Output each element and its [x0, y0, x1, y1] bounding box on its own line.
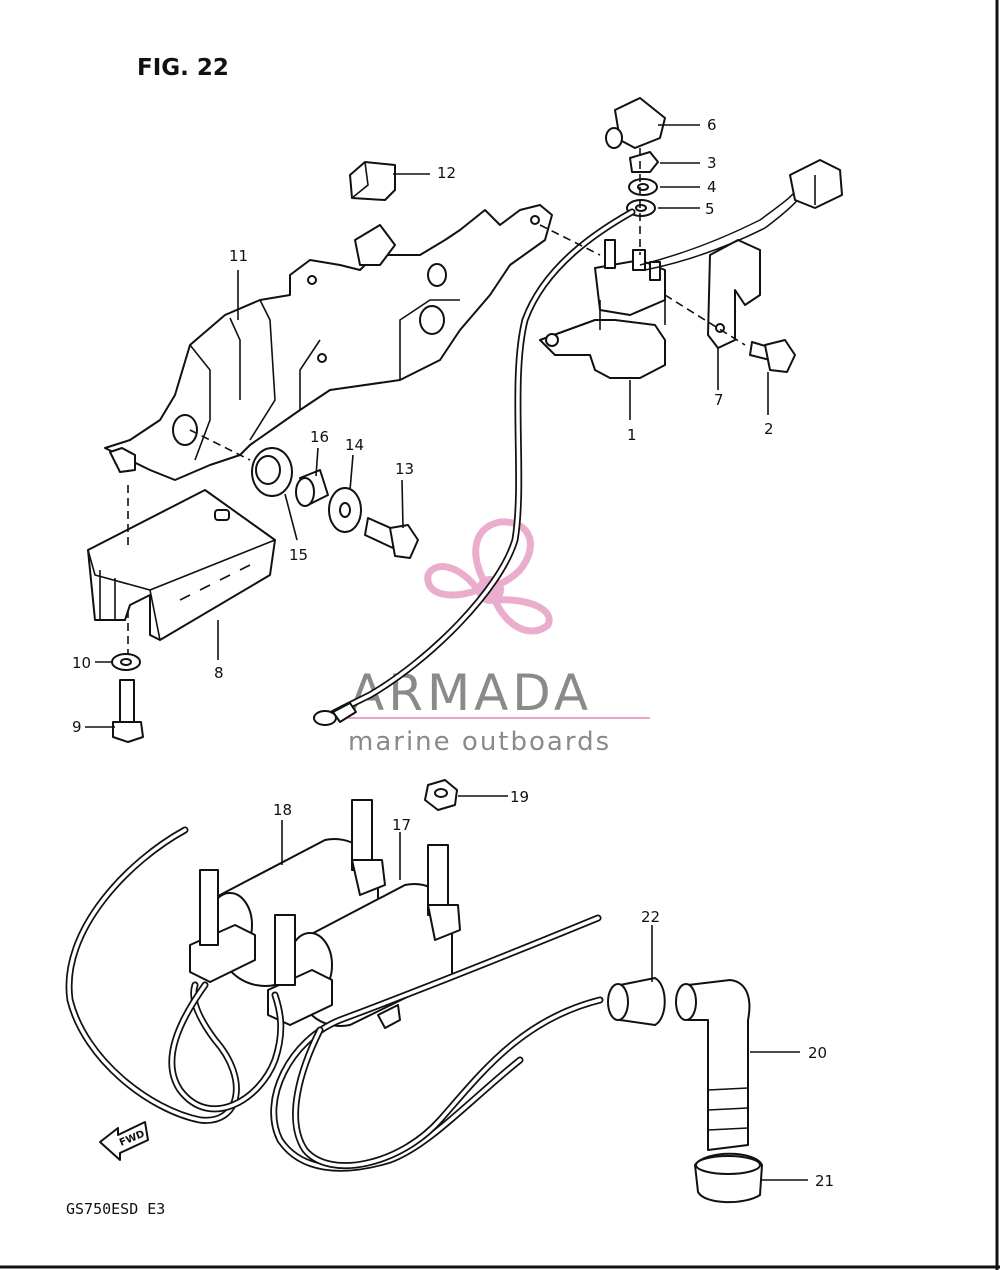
collar-16: [295, 469, 329, 507]
callout-12: 12: [437, 164, 456, 182]
grommet-15: [251, 447, 293, 497]
callout-9: 9: [72, 718, 82, 736]
washer-4: [628, 178, 658, 196]
watermark-tagline: marine outboards: [348, 727, 611, 757]
callout-labels: 1 2 3 4 5 6 7 8 9 10 11 12 13 14 15 16 1…: [72, 116, 834, 1190]
callout-6: 6: [707, 116, 717, 134]
model-code: GS750ESD E3: [66, 1200, 165, 1218]
spark-plug-cap-20: [675, 979, 751, 1151]
armada-logo-icon: [424, 518, 553, 635]
callout-3: 3: [707, 154, 717, 172]
part-12-cover: [349, 161, 396, 201]
bolt-9: [112, 679, 144, 743]
washer-14: [328, 487, 362, 533]
seal-22: [607, 977, 666, 1026]
callout-14: 14: [345, 436, 364, 454]
callout-20: 20: [808, 1044, 827, 1062]
figure-title: FIG. 22: [137, 55, 229, 81]
nut-19: [424, 779, 458, 811]
relay-wire-b: [644, 189, 806, 271]
callout-2: 2: [764, 420, 774, 438]
callout-18: 18: [273, 801, 292, 819]
callout-10: 10: [72, 654, 91, 672]
washer-10: [111, 653, 141, 671]
leader-lines: [85, 124, 808, 1181]
callout-21: 21: [815, 1172, 834, 1190]
cable-terminal-ring: [313, 702, 357, 726]
regulator-bracket: [104, 204, 553, 481]
spark-plug-seal-21: [694, 1152, 763, 1204]
callout-4: 4: [707, 178, 717, 196]
high-tension-leads: [65, 826, 604, 1172]
callout-13: 13: [395, 460, 414, 478]
callout-22: 22: [641, 908, 660, 926]
callout-5: 5: [705, 200, 715, 218]
callout-17: 17: [392, 816, 411, 834]
forward-arrow-icon: FWD: [99, 1121, 149, 1161]
bolt-2: [749, 339, 796, 373]
nut-3: [629, 151, 659, 173]
callout-15: 15: [289, 546, 308, 564]
clamp-7: [707, 239, 761, 349]
starter-relay-1: [539, 239, 666, 379]
callout-16: 16: [310, 428, 329, 446]
terminal-cap-6: [605, 97, 666, 149]
bolt-13: [364, 517, 419, 559]
watermark-brand: ARMADA: [350, 664, 592, 722]
callout-1: 1: [627, 426, 637, 444]
regulator-8: [87, 489, 276, 641]
relay-connector: [789, 159, 843, 209]
callout-19: 19: [510, 788, 529, 806]
relay-wire-a: [639, 184, 801, 266]
callout-11: 11: [229, 247, 248, 265]
callout-8: 8: [214, 664, 224, 682]
callout-7: 7: [714, 391, 724, 409]
